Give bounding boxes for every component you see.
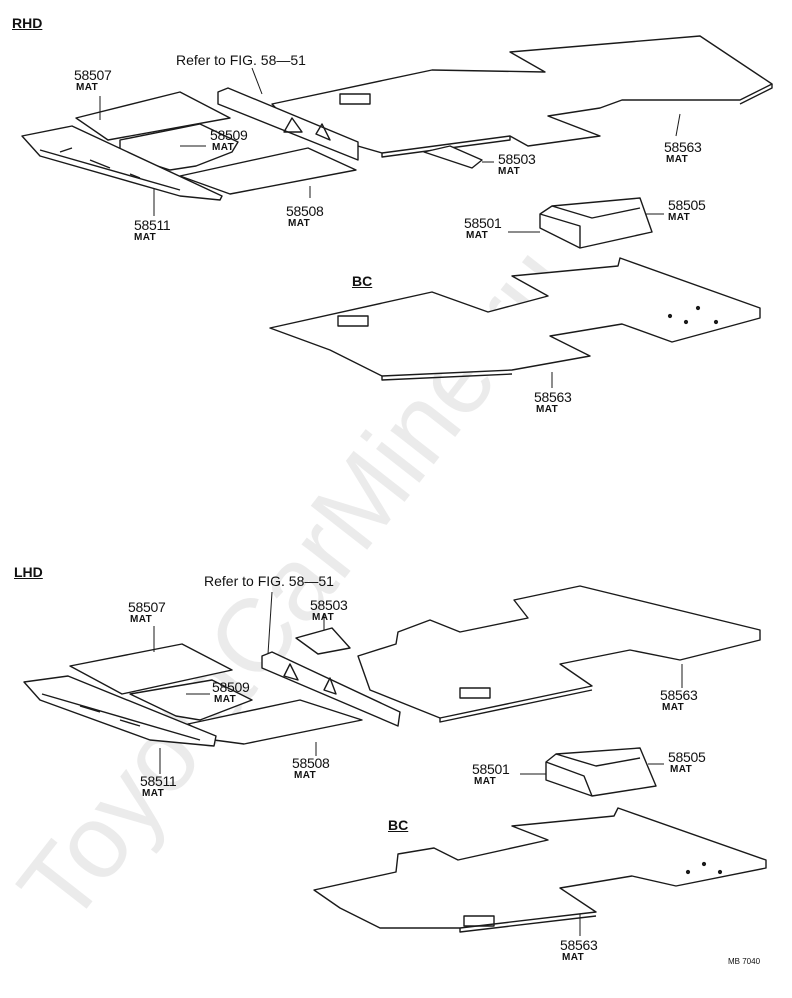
part-number: 58508: [286, 203, 324, 219]
part-name: MAT: [474, 776, 497, 787]
part-number: 58503: [498, 151, 536, 167]
part-name: MAT: [562, 952, 585, 963]
refer-label-rhd: Refer to FIG. 58—51: [176, 52, 306, 68]
rhd-mat-58511: [21, 125, 223, 201]
lhd-mat-58563: [357, 585, 761, 723]
part-name: MAT: [668, 212, 691, 223]
part-number: 58563: [534, 389, 572, 405]
part-number: 58509: [212, 679, 250, 695]
part-name: MAT: [212, 142, 235, 153]
section-lhd: LHD: [14, 564, 43, 580]
part-name: MAT: [662, 702, 685, 713]
part-number: 58563: [660, 687, 698, 703]
rhd-refer-panel: [217, 87, 359, 161]
lhd-pad-58503: [295, 627, 351, 655]
part-name: MAT: [142, 788, 165, 799]
leader-lines: [99, 67, 683, 936]
part-name: MAT: [288, 218, 311, 229]
part-name: MAT: [670, 764, 693, 775]
part-number: 58508: [292, 755, 330, 771]
part-name: MAT: [76, 82, 99, 93]
section-rhd: RHD: [12, 15, 43, 31]
lhd-refer-panel: [261, 651, 401, 727]
part-name: MAT: [130, 614, 153, 625]
lhd-box-58501-58505: [545, 747, 657, 797]
lhd-mat-58507: [69, 643, 233, 695]
part-number: 58507: [74, 67, 112, 83]
part-name: MAT: [666, 154, 689, 165]
drawing-code: MB 7040: [728, 957, 761, 966]
part-number: 58507: [128, 599, 166, 615]
part-name: MAT: [536, 404, 559, 415]
part-number: 58563: [560, 937, 598, 953]
part-number: 58501: [472, 761, 510, 777]
part-number: 58511: [140, 773, 177, 789]
part-number: 58501: [464, 215, 502, 231]
part-number: 58503: [310, 597, 348, 613]
lhd-mat-58511: [23, 675, 217, 747]
part-number: 58505: [668, 197, 706, 213]
lhd-bc-mat-58563: [313, 807, 767, 933]
section-bc-bottom: BC: [388, 817, 409, 833]
part-name: MAT: [498, 166, 521, 177]
lhd-mat-58509: [129, 679, 253, 721]
part-name: MAT: [294, 770, 317, 781]
part-name: MAT: [312, 612, 335, 623]
rhd-bc-mat-58563: [269, 257, 761, 381]
rhd-group: [21, 35, 773, 381]
part-name: MAT: [466, 230, 489, 241]
lhd-group: [23, 585, 767, 933]
rhd-mat-58508: [179, 147, 357, 195]
rhd-mat-58507: [75, 91, 231, 141]
part-number: 58511: [134, 217, 171, 233]
rhd-box-58501-58505: [539, 197, 653, 249]
rhd-pad-58503: [423, 145, 483, 169]
section-bc-top: BC: [352, 273, 373, 289]
part-name: MAT: [214, 694, 237, 705]
refer-label-lhd: Refer to FIG. 58—51: [204, 573, 334, 589]
part-number: 58505: [668, 749, 706, 765]
part-number: 58563: [664, 139, 702, 155]
part-name: MAT: [134, 232, 157, 243]
part-number: 58509: [210, 127, 248, 143]
